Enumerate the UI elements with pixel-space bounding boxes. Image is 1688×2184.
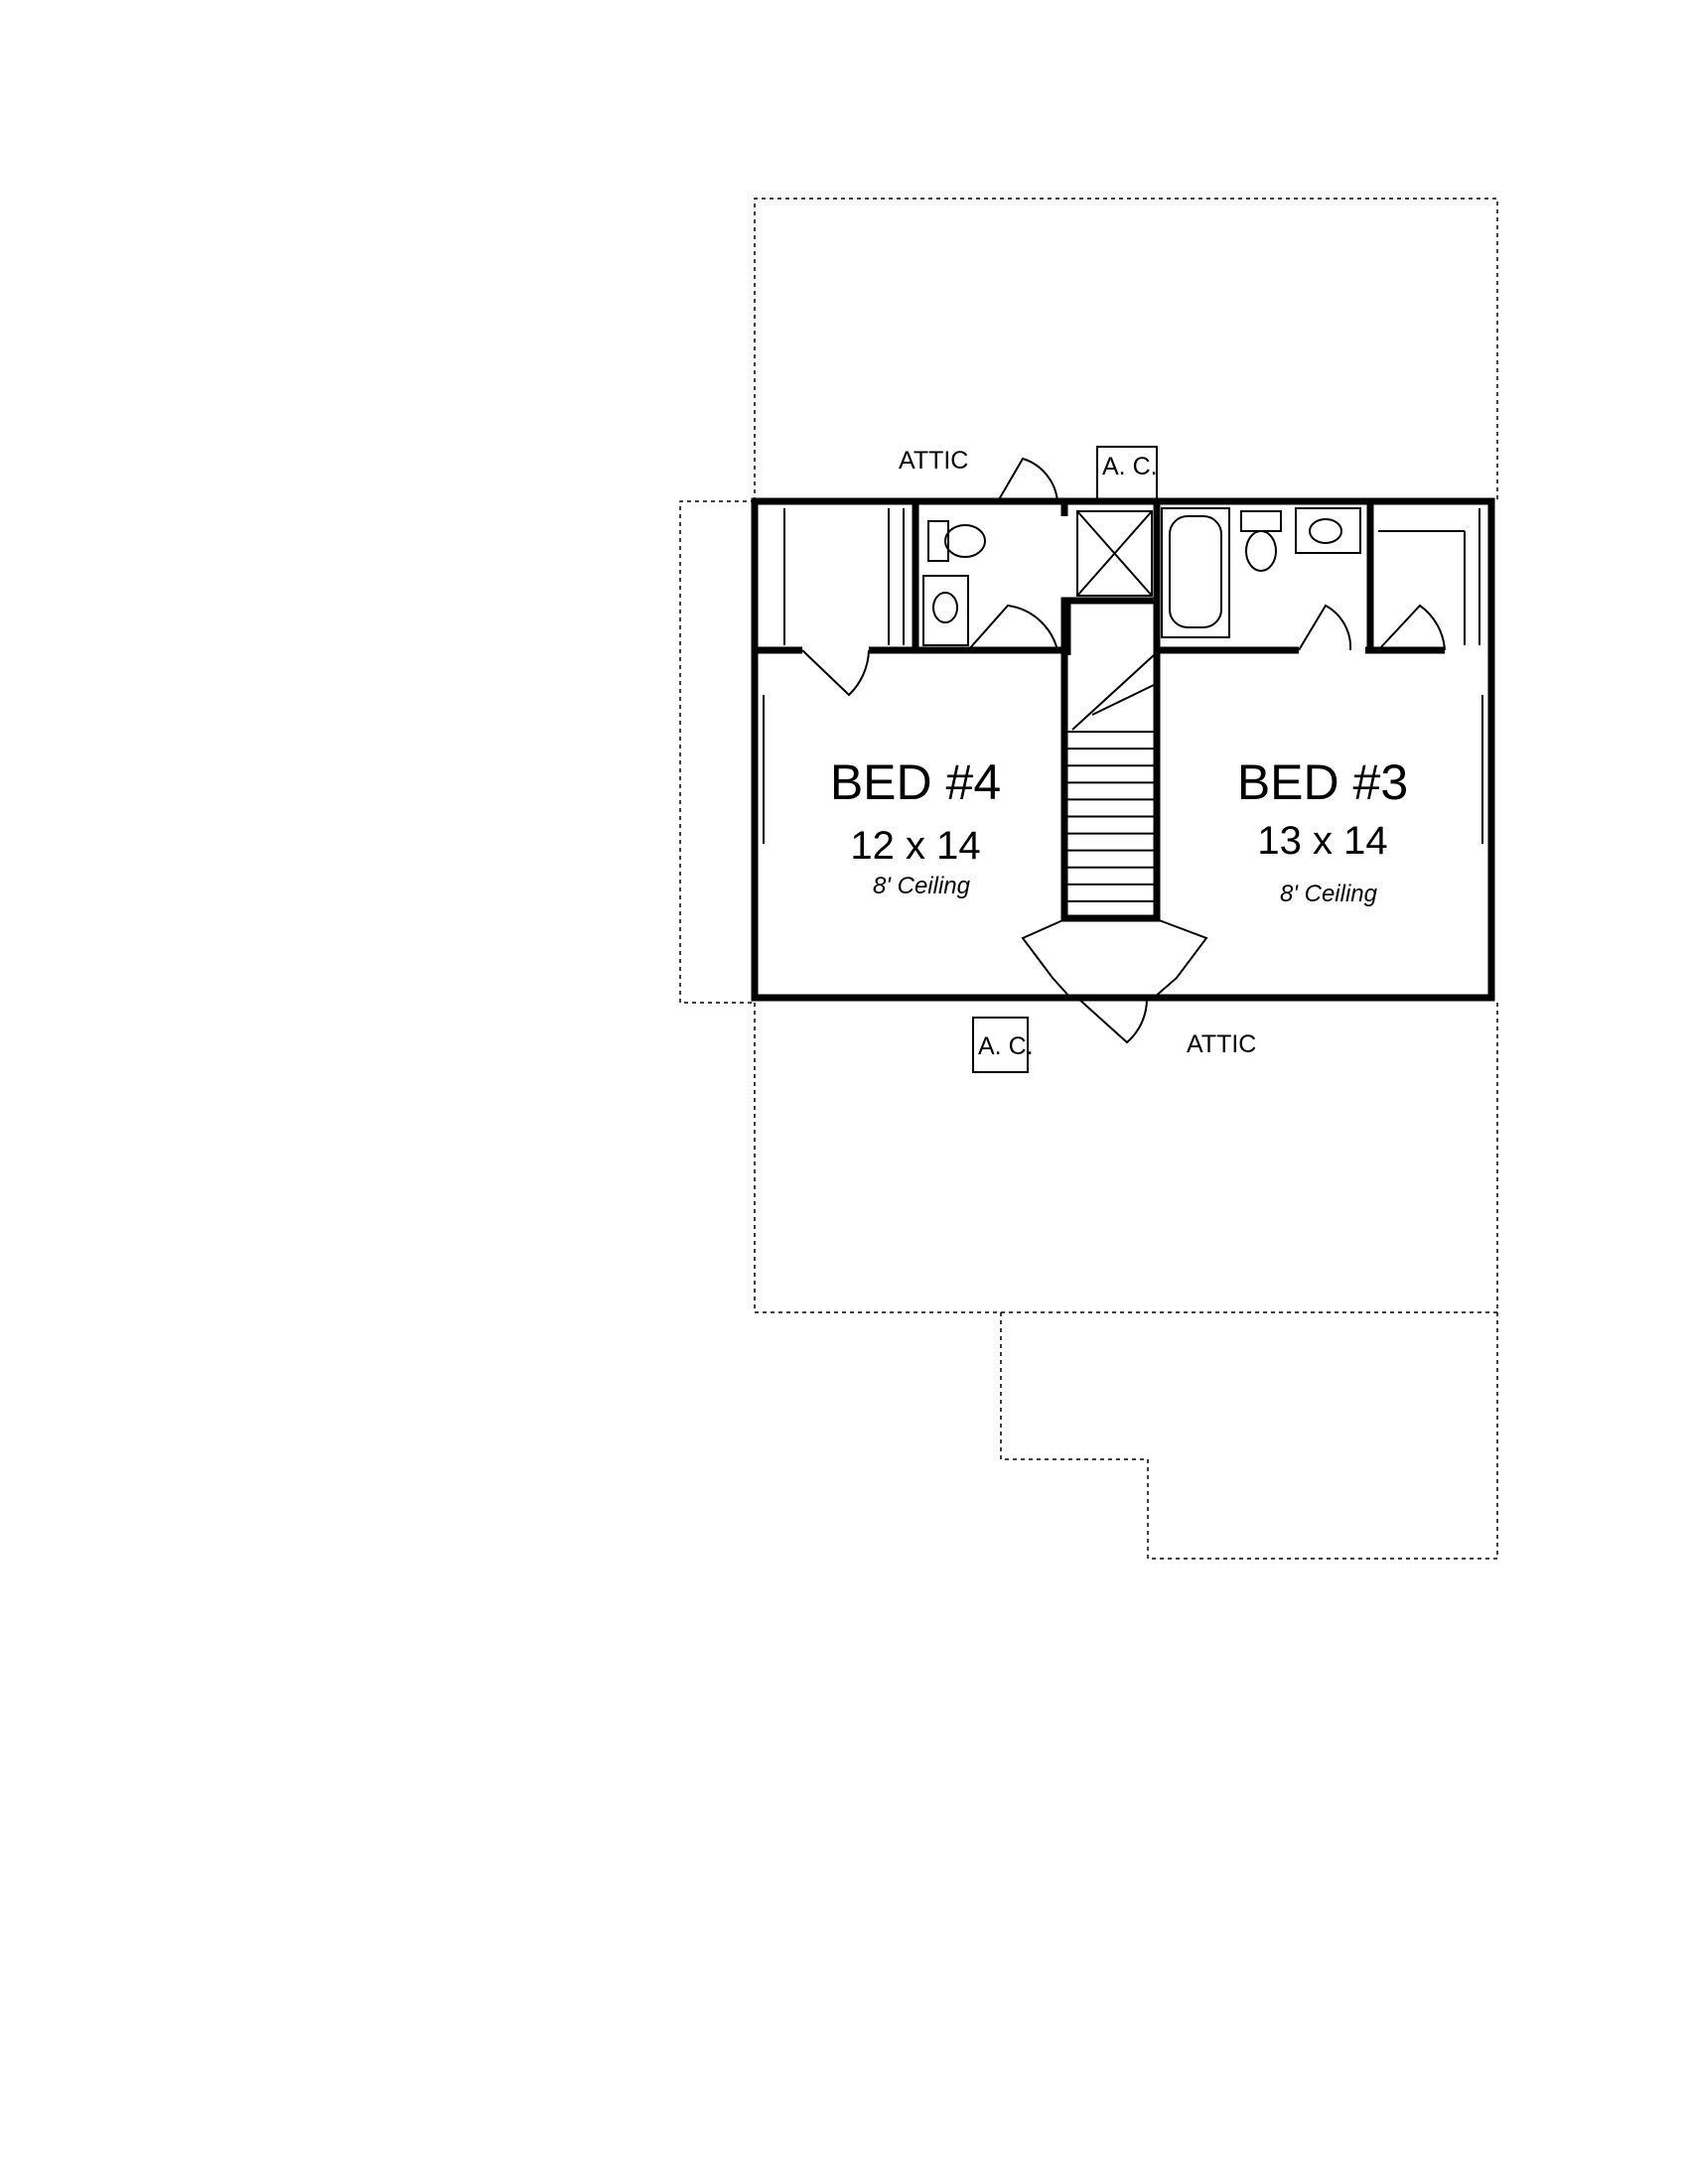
ac-label-bottom: A. C.: [978, 1032, 1034, 1060]
bathtub-icon: [1161, 507, 1230, 638]
room-size-bed4: 12 x 14: [850, 824, 980, 868]
sink-icon: [1295, 507, 1361, 554]
door-swings: [801, 457, 1446, 1044]
ac-label-top: A. C.: [1102, 453, 1158, 480]
ac-unit-top: [1096, 446, 1158, 502]
ac-unit-bottom: [972, 1017, 1029, 1073]
attic-label-bottom: ATTIC: [1187, 1030, 1256, 1058]
attic-label-top: ATTIC: [899, 447, 968, 475]
toilet-icon: [1240, 510, 1282, 572]
porch-outline: [679, 500, 755, 1004]
closet-bed3: [1378, 508, 1480, 645]
room-size-bed3: 13 x 14: [1257, 819, 1387, 863]
toilet-icon: [927, 520, 986, 562]
room-ceiling-bed4: 8' Ceiling: [873, 873, 971, 899]
stairs: [1060, 597, 1161, 922]
mechanical-chase: [1076, 510, 1153, 597]
roof-outline: [754, 198, 1498, 1560]
windows: [763, 695, 1483, 844]
closet-bed4: [783, 508, 905, 645]
room-ceiling-bed3: 8' Ceiling: [1280, 881, 1378, 907]
sink-icon: [922, 575, 969, 646]
room-name-bed4: BED #4: [830, 754, 1001, 810]
room-name-bed3: BED #3: [1237, 754, 1408, 810]
